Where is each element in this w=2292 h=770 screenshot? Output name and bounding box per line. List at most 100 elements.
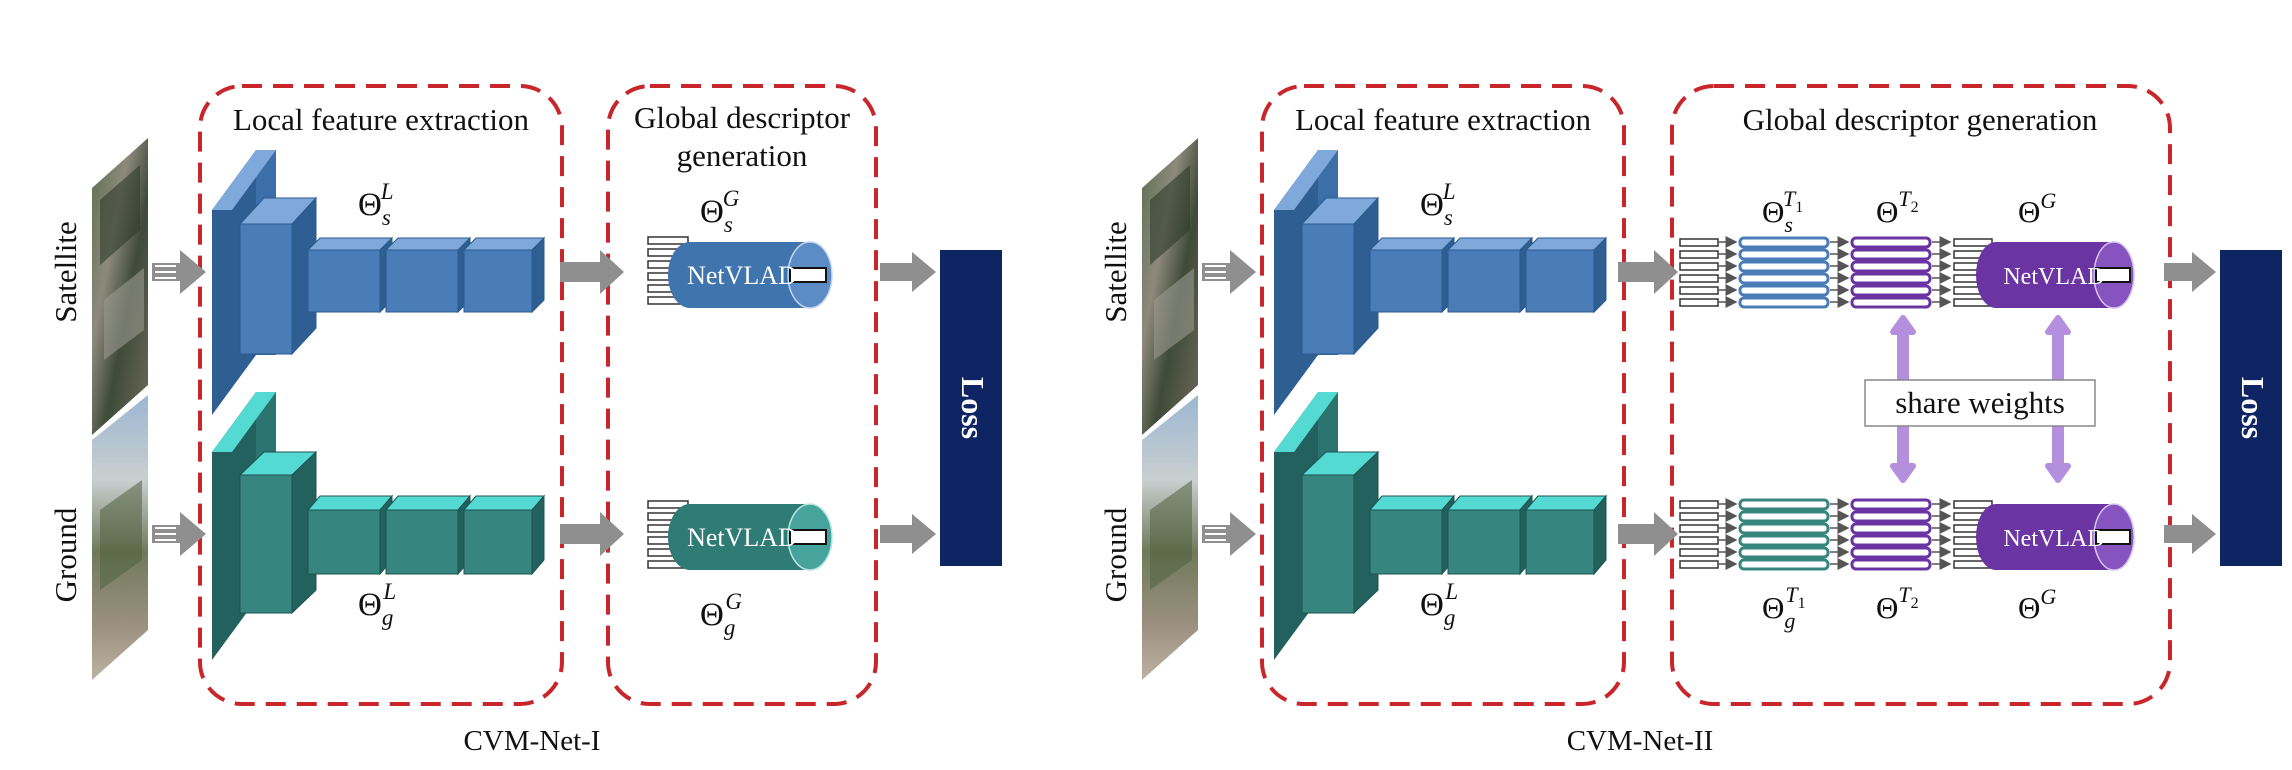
section-local-title: Local feature extraction <box>233 102 530 137</box>
cvm-net-ii: Local feature extraction Global descript… <box>1098 84 2282 757</box>
theta-s-local-2: ΘsL <box>1420 179 1456 230</box>
satellite-t2-unit <box>1850 260 1932 273</box>
ground-t2-unit <box>1850 510 1932 523</box>
satellite-cnn <box>212 150 546 415</box>
ground-t2-unit <box>1850 534 1932 547</box>
satellite-label-2: Satellite <box>1098 221 1133 323</box>
satellite-input-cell <box>1679 274 1719 283</box>
satellite-feature-arrow <box>560 250 624 294</box>
ground-input-arrow <box>152 512 206 556</box>
caption-cvm-net-ii: CVM-Net-II <box>1567 725 1714 757</box>
netvlad-ground <box>668 503 833 571</box>
ground-input-cell <box>1679 536 1719 545</box>
ground-t1-unit <box>1738 558 1830 571</box>
satellite-t1-unit <box>1738 236 1830 249</box>
ground-output-cell <box>1953 500 1993 509</box>
satellite-t2-unit <box>1850 284 1932 297</box>
ground-input-cell <box>1679 512 1719 521</box>
netvlad-ground-2 <box>1976 504 2134 570</box>
ground-feature-arrow <box>560 512 624 556</box>
caption-cvm-net-i: CVM-Net-I <box>464 725 601 757</box>
ground-input-cell <box>1679 524 1719 533</box>
theta-g-local-2: ΘgL <box>1420 579 1458 630</box>
satellite-feature-arrow-2 <box>1618 250 1678 294</box>
satellite-input-cell <box>1679 298 1719 307</box>
ground-cnn <box>212 392 546 660</box>
satellite-input-cell <box>1679 262 1719 271</box>
ground-input-cell <box>1679 560 1719 569</box>
theta-s-t1: ΘsT1 <box>1762 186 1803 237</box>
satellite-input-cell <box>1679 238 1719 247</box>
satellite-t2-unit <box>1850 296 1932 309</box>
netvlad-satellite-output <box>2095 267 2131 283</box>
ground-t1-unit <box>1738 534 1830 547</box>
local-extraction-box <box>198 84 564 706</box>
share-weights-box <box>1864 379 2096 427</box>
satellite-label: Satellite <box>48 221 83 323</box>
theta-g-global: ΘgG <box>700 589 742 640</box>
section-local-title-2: Local feature extraction <box>1295 102 1592 137</box>
ground-image <box>92 395 148 680</box>
satellite-t2-unit <box>1850 236 1932 249</box>
ground-input-arrow-2 <box>1202 512 1256 556</box>
satellite-image <box>92 138 148 435</box>
theta-s-global: ΘsG <box>700 186 740 237</box>
theta-g-bottom: ΘG <box>2018 584 2056 625</box>
satellite-t1-unit <box>1738 260 1830 273</box>
ground-input-cell <box>1679 500 1719 509</box>
satellite-loss-arrow-2 <box>2164 252 2216 292</box>
ground-t1-unit <box>1738 522 1830 535</box>
theta-g-local: ΘgL <box>358 579 396 630</box>
global-pipeline <box>1679 236 2135 571</box>
netvlad-satellite-label: NetVLAD <box>687 261 797 290</box>
theta-s-local: ΘsL <box>358 179 394 230</box>
theta-t2-bottom: ΘT2 <box>1876 582 1919 625</box>
ground-t2-unit <box>1850 546 1932 559</box>
satellite-t1-unit <box>1738 284 1830 297</box>
ground-t2-unit <box>1850 522 1932 535</box>
ground-t1-unit <box>1738 546 1830 559</box>
ground-input-cell <box>1679 548 1719 557</box>
ground-cnn-2 <box>1274 392 1608 660</box>
section-global-title-1: Global descriptor <box>634 100 851 135</box>
satellite-input-cell <box>1679 250 1719 259</box>
netvlad-ground-output <box>2095 529 2131 545</box>
ground-feature-arrow-2 <box>1618 512 1678 556</box>
satellite-loss-arrow <box>880 252 936 292</box>
loss-bar-2 <box>2220 250 2282 566</box>
satellite-input-arrow <box>152 250 206 294</box>
loss-label: Loss <box>955 377 991 439</box>
netvlad-ground-label-2: NetVLAD <box>2003 526 2104 552</box>
satellite-input-cell <box>1679 286 1719 295</box>
local-extraction-box-2 <box>1260 84 1626 706</box>
satellite-image-2 <box>1142 138 1198 435</box>
share-weights-label: share weights <box>1895 385 2065 420</box>
section-global-title-2-full: Global descriptor generation <box>1743 102 2098 137</box>
satellite-t1-unit <box>1738 296 1830 309</box>
theta-g-t1: ΘgT1 <box>1762 582 1806 633</box>
cvm-net-i: Local feature extraction Global descript… <box>48 84 1002 757</box>
ground-loss-arrow <box>880 514 936 554</box>
satellite-t2-unit <box>1850 248 1932 261</box>
ground-t1-unit <box>1738 498 1830 511</box>
loss-label-2: Loss <box>2235 377 2271 439</box>
netvlad-satellite <box>668 241 833 309</box>
ground-loss-arrow-2 <box>2164 514 2216 554</box>
satellite-output-cell <box>1953 238 1993 247</box>
section-global-title-2: generation <box>677 138 808 173</box>
netvlad-satellite-2 <box>1976 242 2134 308</box>
satellite-t1-unit <box>1738 272 1830 285</box>
netvlad-ground-label: NetVLAD <box>687 523 797 552</box>
theta-t2-top: ΘT2 <box>1876 186 1919 229</box>
netvlad-satellite-label-2: NetVLAD <box>2003 264 2104 290</box>
satellite-t2-unit <box>1850 272 1932 285</box>
ground-image-2 <box>1142 395 1198 680</box>
theta-g-top: ΘG <box>2018 188 2056 229</box>
ground-label-2: Ground <box>1098 507 1133 602</box>
ground-label: Ground <box>48 507 83 602</box>
global-generation-box <box>606 84 878 706</box>
loss-bar <box>940 250 1002 566</box>
global-generation-box-2 <box>1670 84 2172 706</box>
ground-t2-unit <box>1850 498 1932 511</box>
